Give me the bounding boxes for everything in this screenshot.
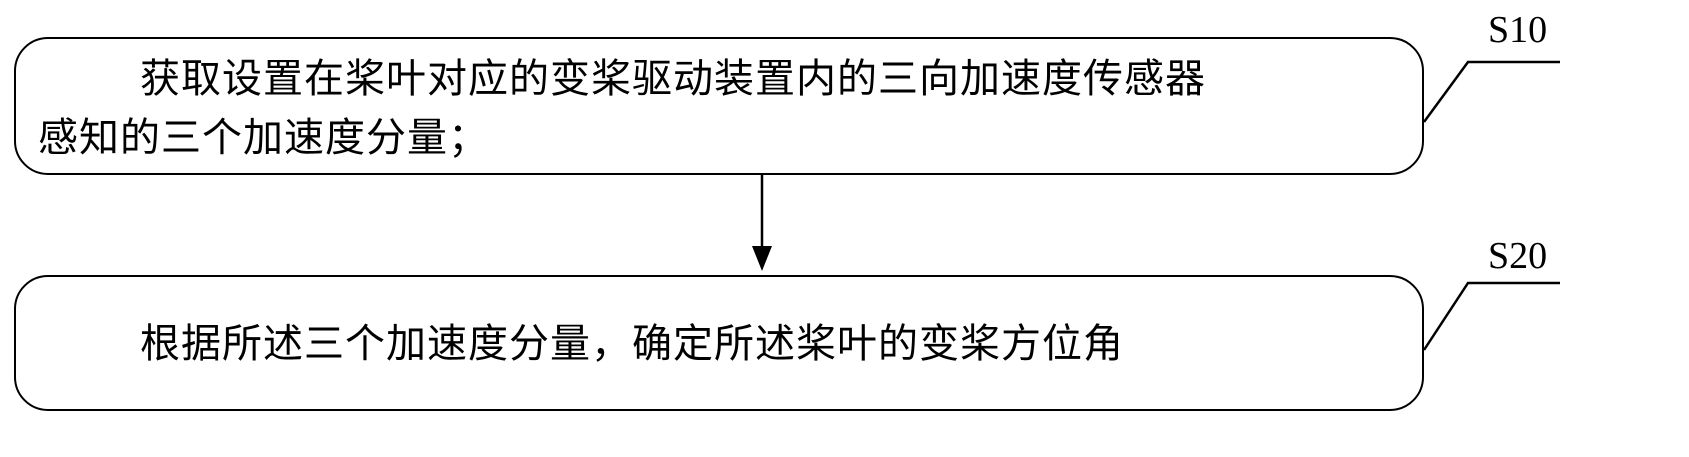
step-s10-text-line-2: 感知的三个加速度分量；	[38, 115, 489, 161]
step-box-s10: 获取设置在桨叶对应的变桨驱动装置内的三向加速度传感器 感知的三个加速度分量；	[14, 37, 1424, 175]
leader-line-s10	[1422, 60, 1560, 123]
step-s20-text-line-1: 根据所述三个加速度分量，确定所述桨叶的变桨方位角	[140, 321, 1124, 367]
step-box-s20: 根据所述三个加速度分量，确定所述桨叶的变桨方位角	[14, 275, 1424, 411]
leader-line-s20	[1422, 281, 1560, 351]
step-label-s10: S10	[1488, 9, 1548, 51]
flow-arrow-head	[752, 246, 772, 271]
step-label-s20: S20	[1488, 235, 1548, 277]
step-s10-text-line-1: 获取设置在桨叶对应的变桨驱动装置内的三向加速度传感器	[140, 56, 1206, 102]
